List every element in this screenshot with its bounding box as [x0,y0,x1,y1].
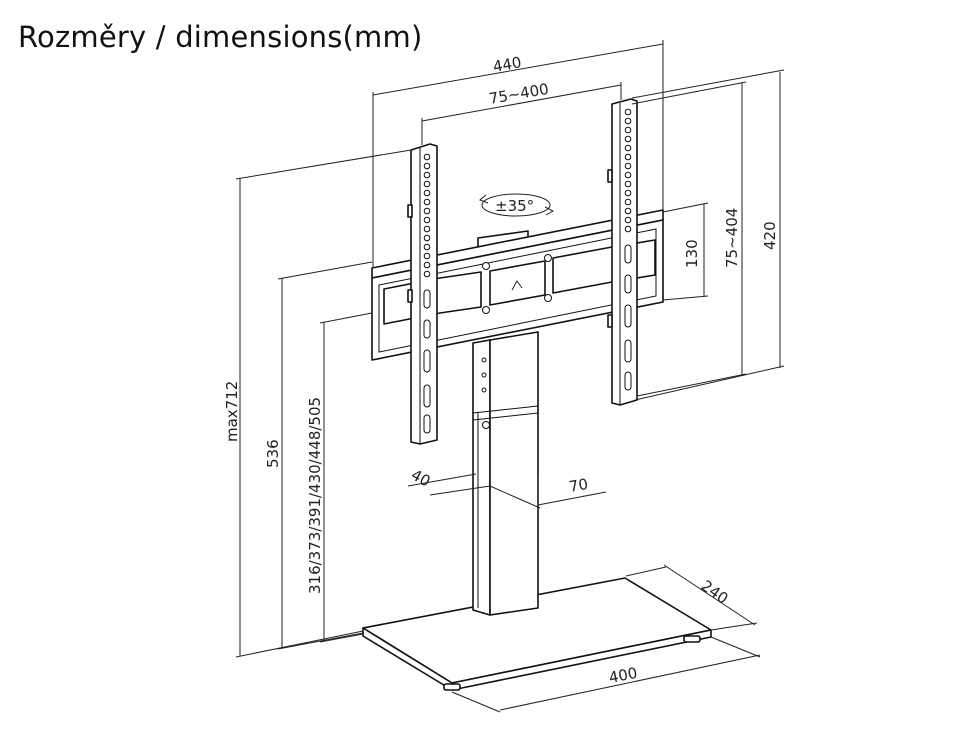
right-vertical-arm [607,98,638,406]
dim-max-height: max712 [223,381,241,442]
left-vertical-arm [407,143,438,445]
rotation-arrow-icon [479,193,555,217]
dim-arm-height: 420 [761,221,779,250]
column [472,331,539,616]
dim-height-steps: 316/373/391/430/448/505 [306,397,324,594]
dim-base-depth: 240 [698,577,732,608]
dim-column-depth: 40 [408,466,433,491]
right-arm-holes [624,108,632,233]
dim-height-536: 536 [264,439,282,468]
dimension-lines [235,40,785,713]
dim-overall-width: 440 [492,53,523,76]
dim-base-width: 400 [607,664,639,687]
dim-column-width: 70 [568,475,590,496]
dim-rotation: ±35° [495,197,534,215]
dim-bracket-height: 130 [683,239,701,268]
left-arm-holes [423,153,431,278]
diagram-title: Rozměry / dimensions(mm) [18,20,423,54]
dim-vesa-height: 75~404 [723,208,741,268]
